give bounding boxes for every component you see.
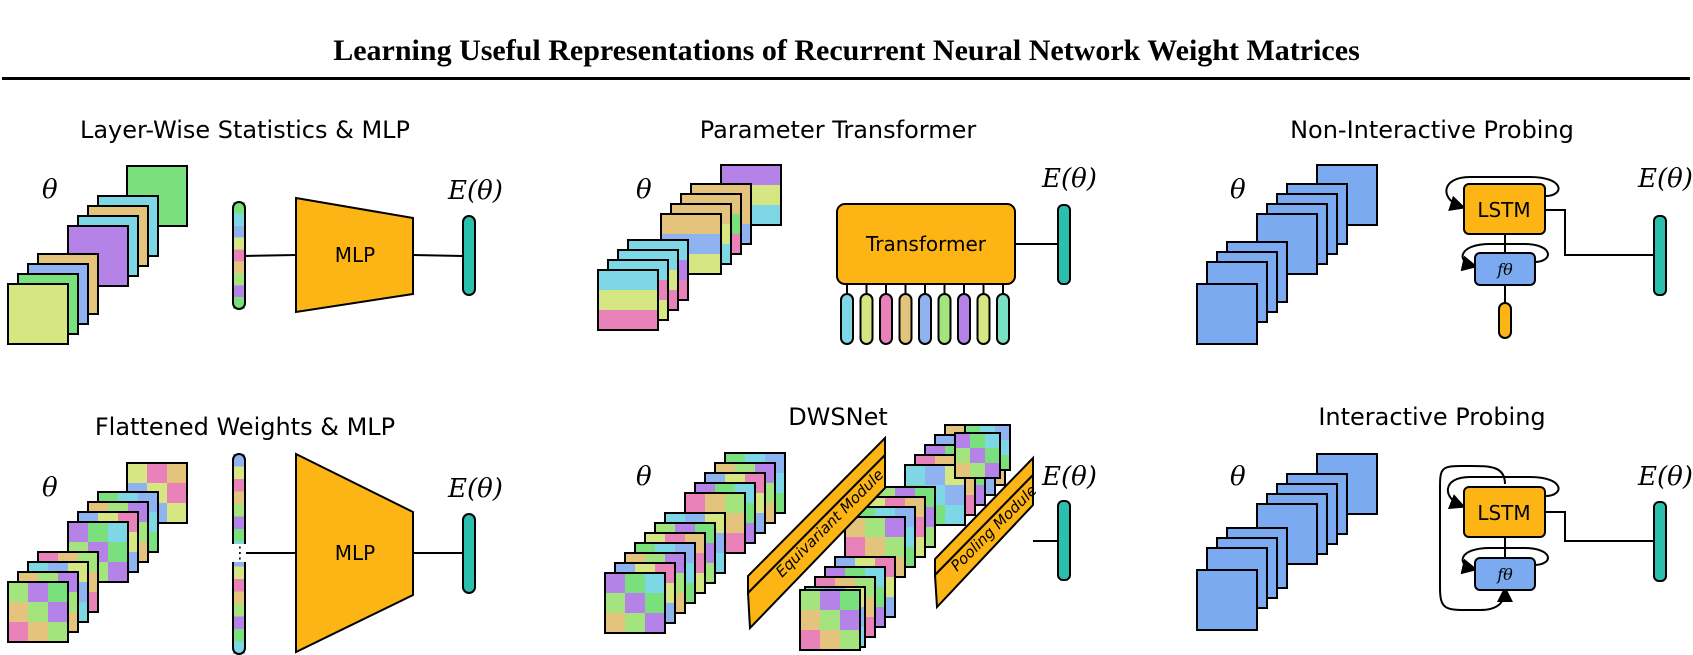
panel-parameter-transformer: Parameter Transformer θ Transformer E(θ) [597,116,1097,345]
theta-label: θ [636,175,652,205]
output-label: E(θ) [1041,164,1097,194]
probe-input [1498,302,1512,339]
panel-title: Flattened Weights & MLP [95,413,395,441]
panel-title: Non-Interactive Probing [1290,116,1574,144]
panel-dwsnet: DWSNet θ Equivariant Module Pooling Modu… [604,403,1097,651]
panel-title: DWSNet [788,403,888,431]
transformer-label: Transformer [865,232,987,256]
weight-matrix [597,269,659,331]
statistics-vector [232,201,246,310]
token [840,293,854,345]
pooling-module-face [933,472,1034,610]
lstm-recurrence-arrow [1446,476,1560,509]
panel-title: Parameter Transformer [700,116,977,144]
probe-label: fθ [1496,565,1513,584]
title-rule [2,77,1690,80]
weight-stack [7,462,188,643]
panel-non-interactive-probing: Non-Interactive Probing θ LSTM fθ E(θ) [1196,116,1693,345]
token [976,293,991,345]
lstm-recurrence-arrow [1445,176,1560,211]
weight-matrix [7,581,69,643]
output-embedding [462,513,476,594]
token [957,293,971,345]
feedback-loop-arrow [1439,465,1513,611]
token [859,293,874,345]
output-label: E(θ) [1041,462,1097,492]
weight-matrix [7,283,69,345]
flattened-vector [230,453,248,655]
weight-matrix [799,589,861,651]
token [918,293,932,345]
mlp-block [295,196,414,314]
output-embedding [462,215,476,296]
panel-layer-wise-stats: Layer-Wise Statistics & MLP θ MLP E(θ) [7,116,503,345]
probe-recurrence-arrow [1460,243,1549,272]
token [898,293,913,345]
output-embedding [1653,501,1667,582]
input-weight-stack [604,452,786,634]
equivariant-module-face [746,452,886,631]
theta-label: θ [1230,175,1246,205]
figure-title: Learning Useful Representations of Recur… [333,34,1360,67]
theta-label: θ [1230,462,1246,492]
theta-label: θ [636,462,652,492]
equivariant-output-stack [799,424,1006,651]
connector [243,254,297,257]
output-embedding [1057,500,1071,581]
weight-matrix [1196,569,1258,631]
mlp-block [295,452,414,654]
theta-label: θ [42,175,58,205]
ellipsis-gap [230,544,248,562]
weight-stack [7,165,188,345]
panel-interactive-probing: Interactive Probing θ LSTM fθ E(θ) [1196,403,1693,631]
weight-stack [597,164,782,331]
theta-label: θ [42,473,58,503]
ellipsis: ⋮ [232,543,248,562]
output-label: E(θ) [447,474,503,504]
mlp-label: MLP [335,541,375,565]
weight-matrix [954,432,1001,479]
weight-matrix [1196,283,1258,345]
panel-title: Interactive Probing [1318,403,1545,431]
mlp-label: MLP [335,243,375,267]
panel-title: Layer-Wise Statistics & MLP [80,116,410,144]
lstm-label: LSTM [1477,501,1530,525]
probe-recurrence-arrow [1460,547,1549,575]
output-label: E(θ) [1637,462,1693,492]
token [879,293,893,345]
pooled-weight-stack [954,424,1011,479]
output-label: E(θ) [1637,164,1693,194]
weight-matrix [604,572,666,634]
output-embedding [1057,204,1071,285]
token-row [840,284,1010,345]
token [937,293,952,345]
output-label: E(θ) [447,176,503,206]
probe-label: fθ [1496,260,1513,279]
connector [1545,209,1654,256]
token [996,293,1010,345]
output-embedding [1653,215,1667,296]
lstm-label: LSTM [1477,198,1530,222]
connector [1545,511,1654,542]
connector [412,254,464,257]
panel-flattened-weights: Flattened Weights & MLP θ ⋮ MLP E(θ) [7,413,503,655]
weight-stack [1196,164,1378,345]
vector [232,201,246,310]
weight-stack [1196,453,1378,631]
